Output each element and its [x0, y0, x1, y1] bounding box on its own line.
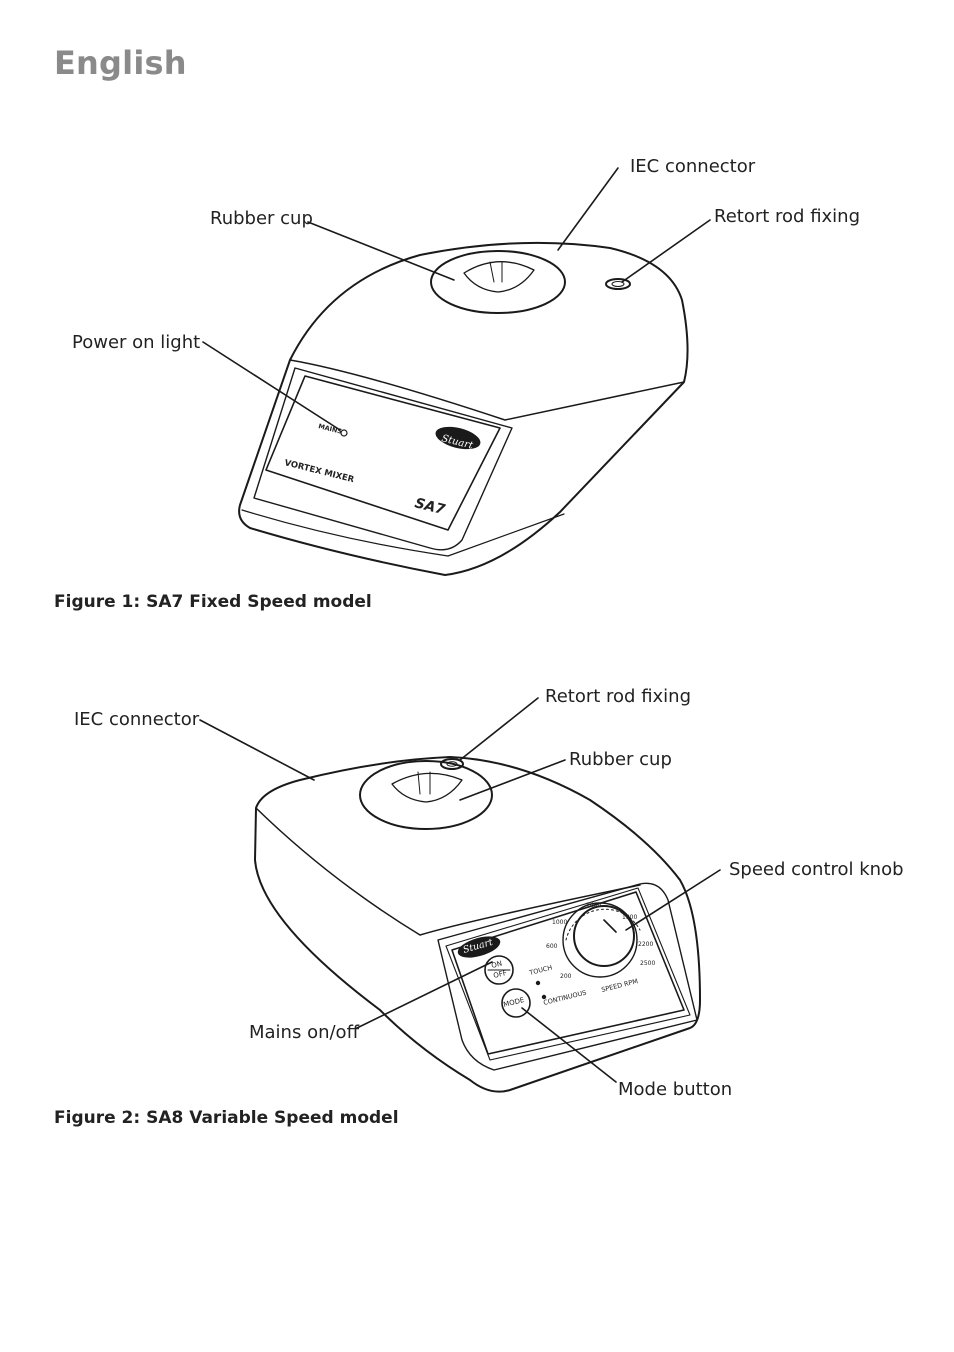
fig1-callout-retort-rod-fixing: Retort rod fixing [714, 206, 861, 227]
sa8-mains-on-off-button [484, 955, 514, 985]
fig2-callout-rubber-cup: Rubber cup [569, 749, 672, 770]
sa7-retort-rod-fixing [605, 278, 631, 290]
sa7-rubber-cup [430, 250, 566, 314]
sa8-rubber-cup [359, 760, 493, 830]
sa7-stuart-badge [435, 426, 481, 450]
sa8-speed-knob-ring [562, 902, 638, 978]
sa8-continuous-label: CONTINUOUS [543, 989, 588, 1007]
figure2-illustration: Stuart ON OFF MODE TOUCH CONTINUOUS SPEE… [199, 697, 721, 1093]
sa8-touch-label: TOUCH [528, 964, 554, 978]
sa8-mode-label: MODE [503, 996, 526, 1009]
sa8-retort-rod-fixing [440, 758, 464, 770]
sa8-on-label: ON [491, 960, 503, 970]
sa8-front-panel [451, 891, 685, 1055]
fig1-callout-power-on-light: Power on light [72, 332, 201, 353]
fig2-callout-mode-button: Mode button [618, 1079, 733, 1100]
sa8-scale-2200: 2200 [638, 941, 653, 948]
fig2-callout-iec-connector: IEC connector [74, 709, 200, 730]
fig1-callout-iec-connector: IEC connector [630, 156, 756, 177]
figure1-caption: Figure 1: SA7 Fixed Speed model [54, 592, 372, 612]
sa8-stuart-badge [457, 936, 501, 958]
sa8-touch-led [535, 980, 541, 986]
sa7-vortex-label: VORTEX MIXER [283, 458, 355, 485]
sa7-power-light [340, 429, 348, 437]
sa7-model-label: SA7 [413, 495, 447, 518]
sa7-front-panel [265, 375, 501, 531]
sa8-speed-rpm-label: SPEED RPM [601, 977, 639, 994]
fig2-callout-mains-on-off: Mains on/off [249, 1022, 359, 1043]
sa7-mains-label: MAINS [318, 422, 344, 436]
sa8-scale-600: 600 [546, 943, 558, 950]
sa8-speed-knob [573, 905, 635, 967]
fig2-callout-speed-control-knob: Speed control knob [729, 859, 904, 880]
sa8-continuous-led [541, 994, 547, 1000]
sa8-scale-2500: 2500 [640, 960, 655, 967]
sa8-mode-button [501, 988, 531, 1018]
sa8-off-label: OFF [493, 969, 508, 980]
fig1-callout-rubber-cup: Rubber cup [210, 208, 313, 229]
figure2-caption: Figure 2: SA8 Variable Speed model [54, 1108, 399, 1128]
sa8-scale-200: 200 [560, 973, 572, 980]
sa8-scale-1000: 1000 [552, 919, 567, 926]
sa8-scale-1400: 1400 [586, 902, 601, 909]
sa8-scale-1800: 1800 [622, 914, 637, 921]
sa7-body-outline [238, 241, 689, 576]
fig2-callout-retort-rod-fixing: Retort rod fixing [545, 686, 692, 707]
figure1-illustration: MAINS Stuart VORTEX MIXER SA7 [202, 167, 711, 576]
sa8-body-outline [254, 756, 701, 1093]
page-heading: English [54, 44, 187, 82]
